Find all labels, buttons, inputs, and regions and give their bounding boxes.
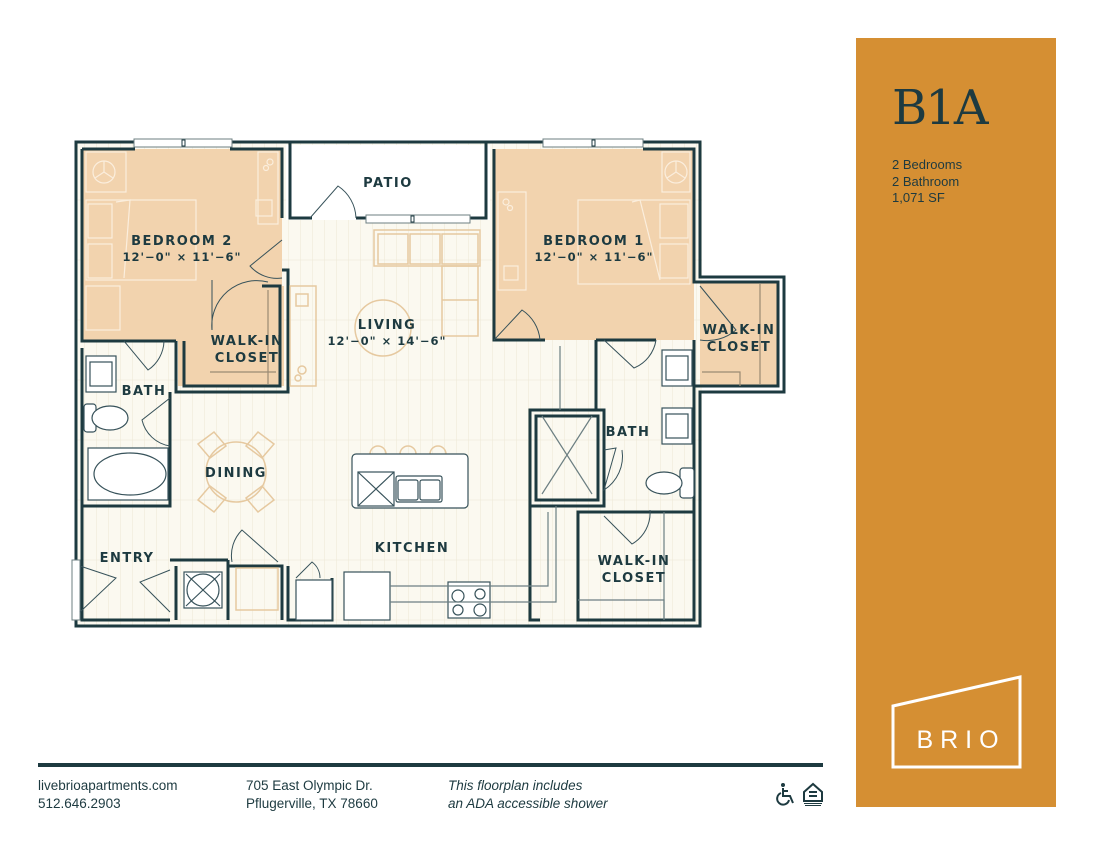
walkin-closet-bottom-label-1: WALK-IN xyxy=(598,554,671,569)
walkin-closet-right-area xyxy=(700,282,778,386)
living-label: LIVING xyxy=(358,318,417,333)
bedroom-1-dimensions: 12'−0" × 11'−6" xyxy=(535,250,654,264)
bedroom-2-label: BEDROOM 2 xyxy=(131,234,233,249)
square-footage: 1,071 SF xyxy=(892,190,945,205)
ada-note-line-2: an ADA accessible shower xyxy=(448,795,608,811)
bedroom-2-dimensions: 12'−0" × 11'−6" xyxy=(123,250,242,264)
bedrooms-count: 2 Bedrooms xyxy=(892,157,963,172)
dining-label: DINING xyxy=(205,466,267,481)
kitchen-label: KITCHEN xyxy=(375,541,449,556)
unit-specs: 2 Bedrooms 2 Bathroom 1,071 SF xyxy=(892,157,962,207)
bath-right-label: BATH xyxy=(606,425,651,440)
living-dimensions: 12'−0" × 14'−6" xyxy=(328,334,447,348)
website-link[interactable]: livebrioapartments.com xyxy=(38,778,178,793)
walkin-closet-left-label-1: WALK-IN xyxy=(211,334,284,349)
address-line-2: Pflugerville, TX 78660 xyxy=(246,795,378,811)
footer-divider xyxy=(38,763,823,767)
bedroom-1-label: BEDROOM 1 xyxy=(543,234,645,249)
footer-icons xyxy=(776,782,824,806)
address-line-1: 705 East Olympic Dr. xyxy=(246,778,373,793)
bath-left-label: BATH xyxy=(122,384,167,399)
walkin-closet-bottom-label-2: CLOSET xyxy=(602,571,667,586)
bathrooms-count: 2 Bathroom xyxy=(892,173,960,189)
walkin-closet-left-label-2: CLOSET xyxy=(215,351,280,366)
ada-note-line-1: This floorplan includes xyxy=(448,778,583,793)
brio-logo: BRIO xyxy=(890,674,1024,770)
wheelchair-accessible-icon xyxy=(776,783,794,806)
floorplan-drawing: BEDROOM 2 12'−0" × 11'−6" BEDROOM 1 12'−… xyxy=(71,138,786,628)
footer-note: This floorplan includes an ADA accessibl… xyxy=(448,777,608,812)
equal-housing-opportunity-icon xyxy=(803,782,823,806)
walkin-closet-right-label-2: CLOSET xyxy=(707,340,772,355)
walkin-closet-left-area xyxy=(178,286,284,386)
patio-label: PATIO xyxy=(363,176,413,191)
walkin-closet-right-label-1: WALK-IN xyxy=(703,323,776,338)
footer-contact: livebrioapartments.com 512.646.2903 xyxy=(38,777,178,812)
unit-info-panel: B1A 2 Bedrooms 2 Bathroom 1,071 SF BRIO xyxy=(856,38,1056,807)
phone-number[interactable]: 512.646.2903 xyxy=(38,795,121,811)
brio-logo-house-outline-icon xyxy=(891,675,1022,769)
unit-title: B1A xyxy=(892,80,988,136)
footer-address: 705 East Olympic Dr. Pflugerville, TX 78… xyxy=(246,777,378,812)
patio-area xyxy=(286,145,490,220)
brio-logo-text: BRIO xyxy=(916,726,1006,754)
entry-label: ENTRY xyxy=(100,551,155,566)
floorplan: BEDROOM 2 12'−0" × 11'−6" BEDROOM 1 12'−… xyxy=(60,130,800,640)
